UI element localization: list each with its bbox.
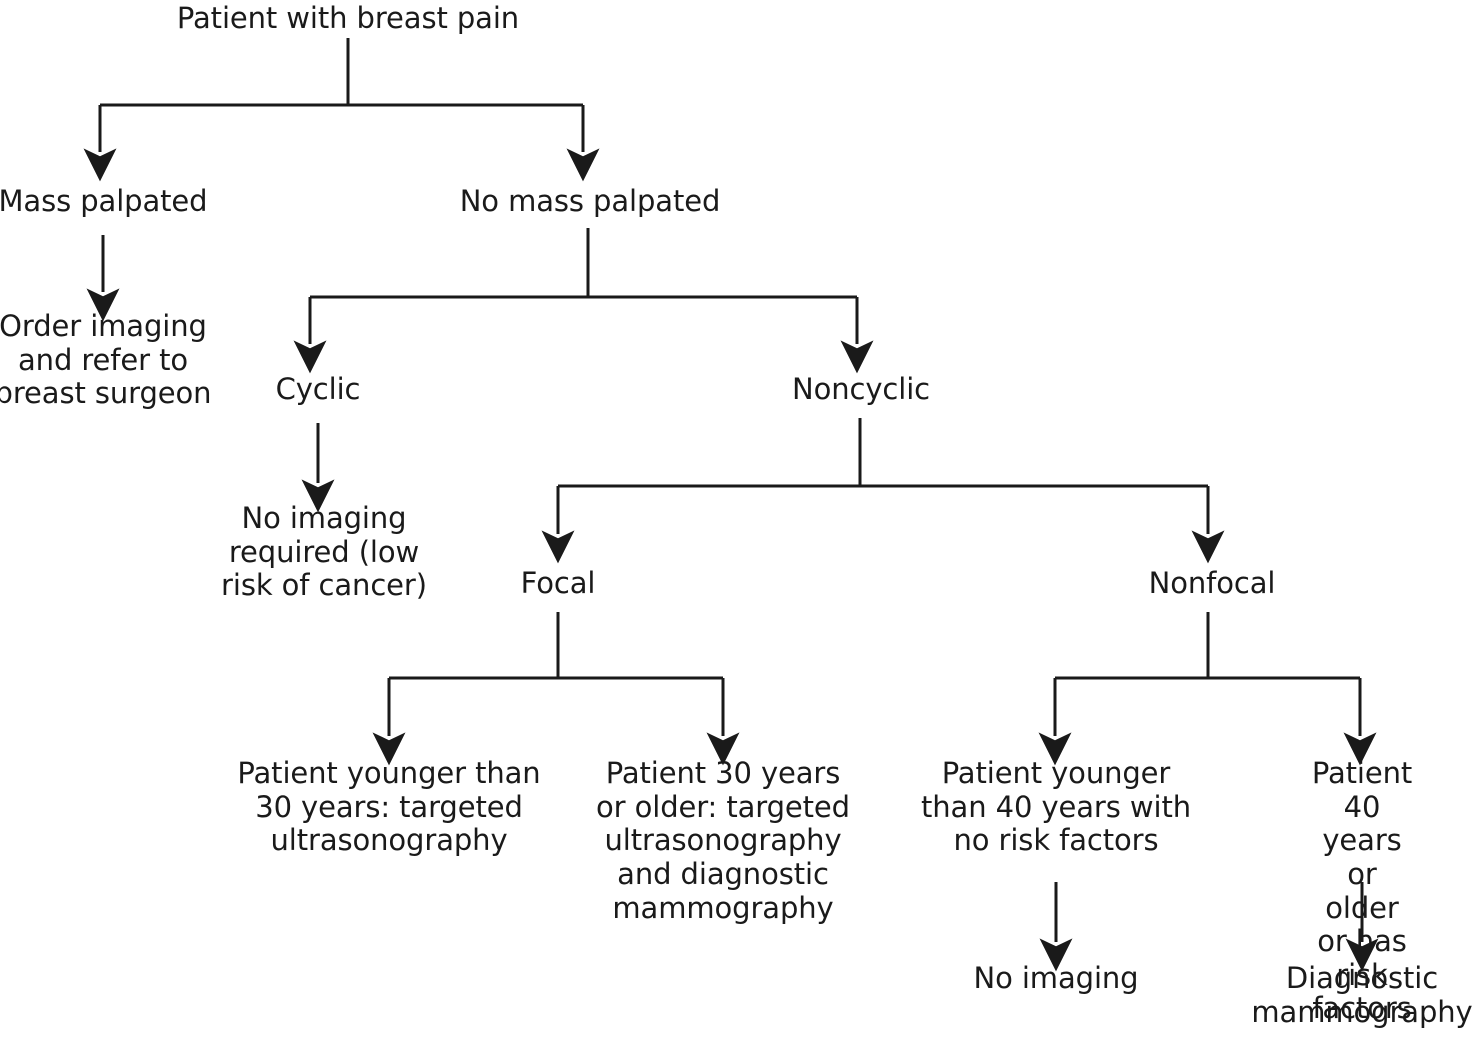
- node-focal-younger-than-30: Patient younger than 30 years: targeted …: [237, 756, 541, 858]
- node-nonfocal: Nonfocal: [1148, 566, 1276, 600]
- node-focal: Focal: [520, 566, 596, 600]
- node-no-mass-palpated: No mass palpated: [459, 184, 721, 218]
- node-root: Patient with breast pain: [176, 1, 520, 35]
- node-result-diagnostic-mammography: Diagnostic mammography: [1251, 961, 1473, 1029]
- node-order-imaging-refer-surgeon: Order imaging and refer to breast surgeo…: [0, 309, 212, 411]
- node-mass-palpated: Mass palpated: [0, 184, 208, 218]
- node-noncyclic: Noncyclic: [791, 372, 931, 406]
- node-result-no-imaging: No imaging: [973, 961, 1139, 995]
- node-nonfocal-40-or-older: Patient 40 years or older or has risk fa…: [1311, 756, 1413, 1026]
- node-cyclic: Cyclic: [275, 372, 361, 406]
- node-nonfocal-younger-than-40: Patient younger than 40 years with no ri…: [921, 756, 1191, 858]
- node-no-imaging-required: No imaging required (low risk of cancer): [221, 501, 427, 603]
- node-focal-30-or-older: Patient 30 years or older: targeted ultr…: [596, 756, 850, 925]
